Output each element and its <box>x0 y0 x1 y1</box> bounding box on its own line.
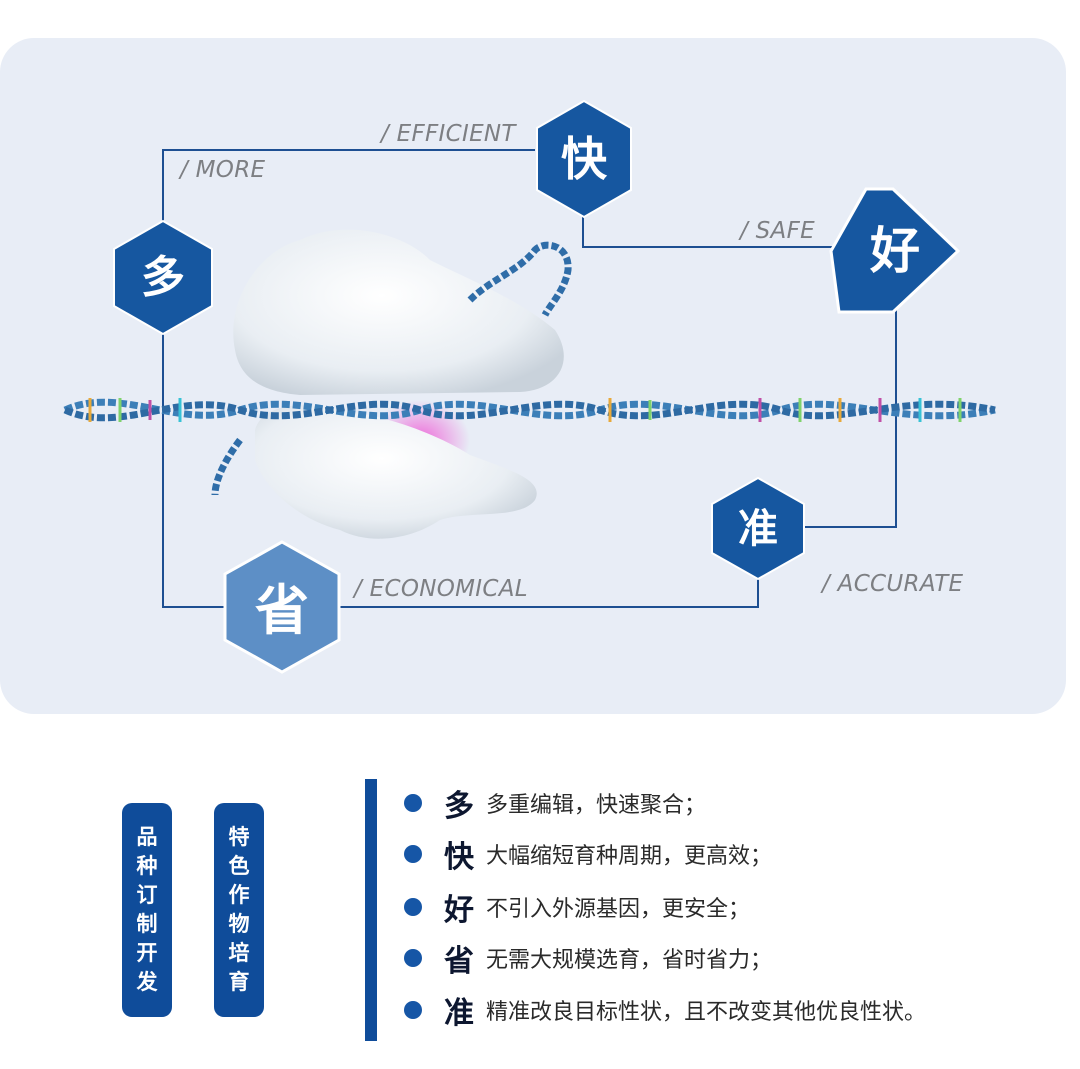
hex-char-zhun: 准 <box>738 506 778 552</box>
bullet-text: 大幅缩短育种周期，更高效； <box>486 844 773 869</box>
diagram-graphics <box>63 99 996 674</box>
hexagons <box>113 99 961 674</box>
hex-char-sheng: 省 <box>255 579 309 642</box>
bullet-dot <box>404 794 422 812</box>
label-economical: / ECONOMICAL <box>354 576 528 602</box>
badge-char: 订 <box>136 883 158 907</box>
bullet-text: 精准改良目标性状，且不改变其他优良性状。 <box>486 1000 927 1025</box>
divider-bar <box>365 779 377 1041</box>
bullet-item: 准 精准改良目标性状，且不改变其他优良性状。 <box>404 990 927 1031</box>
hex-char-duo: 多 <box>141 252 185 303</box>
badge-char: 作 <box>228 883 250 907</box>
protein-upper <box>233 229 564 395</box>
label-safe: / SAFE <box>740 218 815 244</box>
label-efficient: / EFFICIENT <box>381 121 516 147</box>
bullet-keyword: 准 <box>444 996 474 1031</box>
bullet-dot <box>404 1001 422 1019</box>
bullet-keyword: 多 <box>444 789 474 824</box>
bullet-text: 无需大规模选育，省时省力； <box>486 948 773 973</box>
bullet-item: 好 不引入外源基因，更安全； <box>404 887 751 928</box>
hexagon-sheng <box>223 540 341 674</box>
label-accurate: / ACCURATE <box>822 571 964 597</box>
bullet-dot <box>404 845 422 863</box>
protein-lower <box>255 405 537 539</box>
label-more: / MORE <box>180 157 266 183</box>
badge-char: 品 <box>136 825 158 849</box>
bullet-keyword: 好 <box>444 893 474 928</box>
badge-char: 物 <box>228 912 250 936</box>
bullet-keyword: 省 <box>444 944 474 979</box>
bullet-text: 多重编辑，快速聚合； <box>486 793 707 818</box>
badge-char: 开 <box>136 941 158 965</box>
badge-char: 发 <box>136 970 158 994</box>
line-safe-accurate <box>805 300 897 528</box>
hexagon-kuai <box>536 99 632 219</box>
line-more-economical <box>162 300 225 608</box>
bullet-item: 省 无需大规模选育，省时省力； <box>404 938 773 979</box>
badge-variety-customization: 品 种 订 制 开 发 <box>122 803 172 1017</box>
hexagon-zhun <box>711 476 805 581</box>
badge-char: 特 <box>228 825 250 849</box>
bullet-item: 快 大幅缩短育种周期，更高效； <box>404 834 773 875</box>
badge-char: 培 <box>228 941 250 965</box>
bullet-item: 多 多重编辑，快速聚合； <box>404 783 707 824</box>
badge-char: 种 <box>136 854 158 878</box>
hexagon-duo <box>113 219 213 336</box>
badge-char: 制 <box>136 912 158 936</box>
hex-char-hao: 好 <box>870 222 920 280</box>
badge-char: 色 <box>228 854 250 878</box>
badge-char: 育 <box>228 970 250 994</box>
hexagon-hao <box>829 187 961 314</box>
badge-specialty-crop-breeding: 特 色 作 物 培 育 <box>214 803 264 1017</box>
bullet-text: 不引入外源基因，更安全； <box>486 897 751 922</box>
bullet-dot <box>404 898 422 916</box>
bullet-dot <box>404 949 422 967</box>
bullet-keyword: 快 <box>444 840 474 875</box>
dna-protein-illustration <box>63 229 996 539</box>
hex-char-kuai: 快 <box>561 132 607 186</box>
